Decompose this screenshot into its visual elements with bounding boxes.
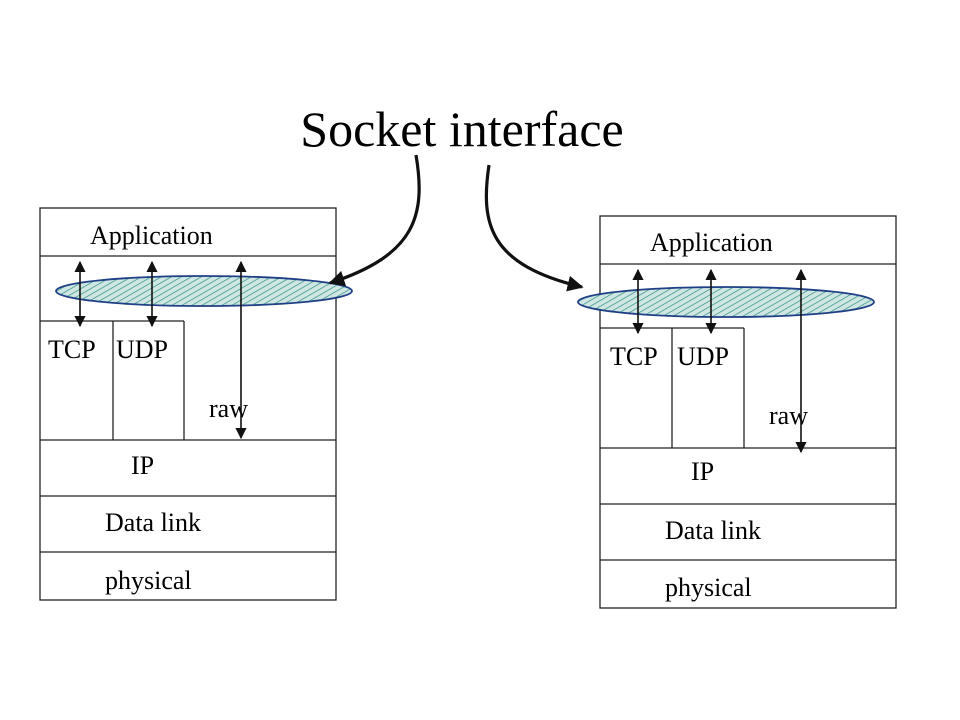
diagram-title: Socket interface	[300, 101, 623, 157]
socket-ellipse-right	[577, 286, 875, 318]
tcp-label: TCP	[610, 342, 658, 371]
raw-label: raw	[209, 394, 248, 423]
pointer-arrow-right	[484, 164, 584, 292]
protocol-stack-left: Application TCP UDP raw IP Data link phy…	[39, 207, 353, 601]
stack-frame-right	[599, 215, 897, 609]
tcp-label: TCP	[48, 335, 96, 364]
protocol-stack-right: Application TCP UDP raw IP Data link phy…	[577, 215, 897, 609]
datalink-label: Data link	[665, 516, 761, 545]
physical-label: physical	[665, 573, 752, 602]
pointer-arrow-left	[328, 154, 421, 287]
udp-label: UDP	[677, 342, 729, 371]
application-label: Application	[90, 221, 213, 250]
datalink-label: Data link	[105, 508, 201, 537]
ip-label: IP	[131, 451, 154, 480]
raw-label: raw	[769, 401, 808, 430]
ip-label: IP	[691, 457, 714, 486]
stack-frame-left	[39, 207, 337, 601]
physical-label: physical	[105, 566, 192, 595]
application-label: Application	[650, 228, 773, 257]
socket-ellipse-left	[55, 275, 353, 307]
udp-label: UDP	[116, 335, 168, 364]
